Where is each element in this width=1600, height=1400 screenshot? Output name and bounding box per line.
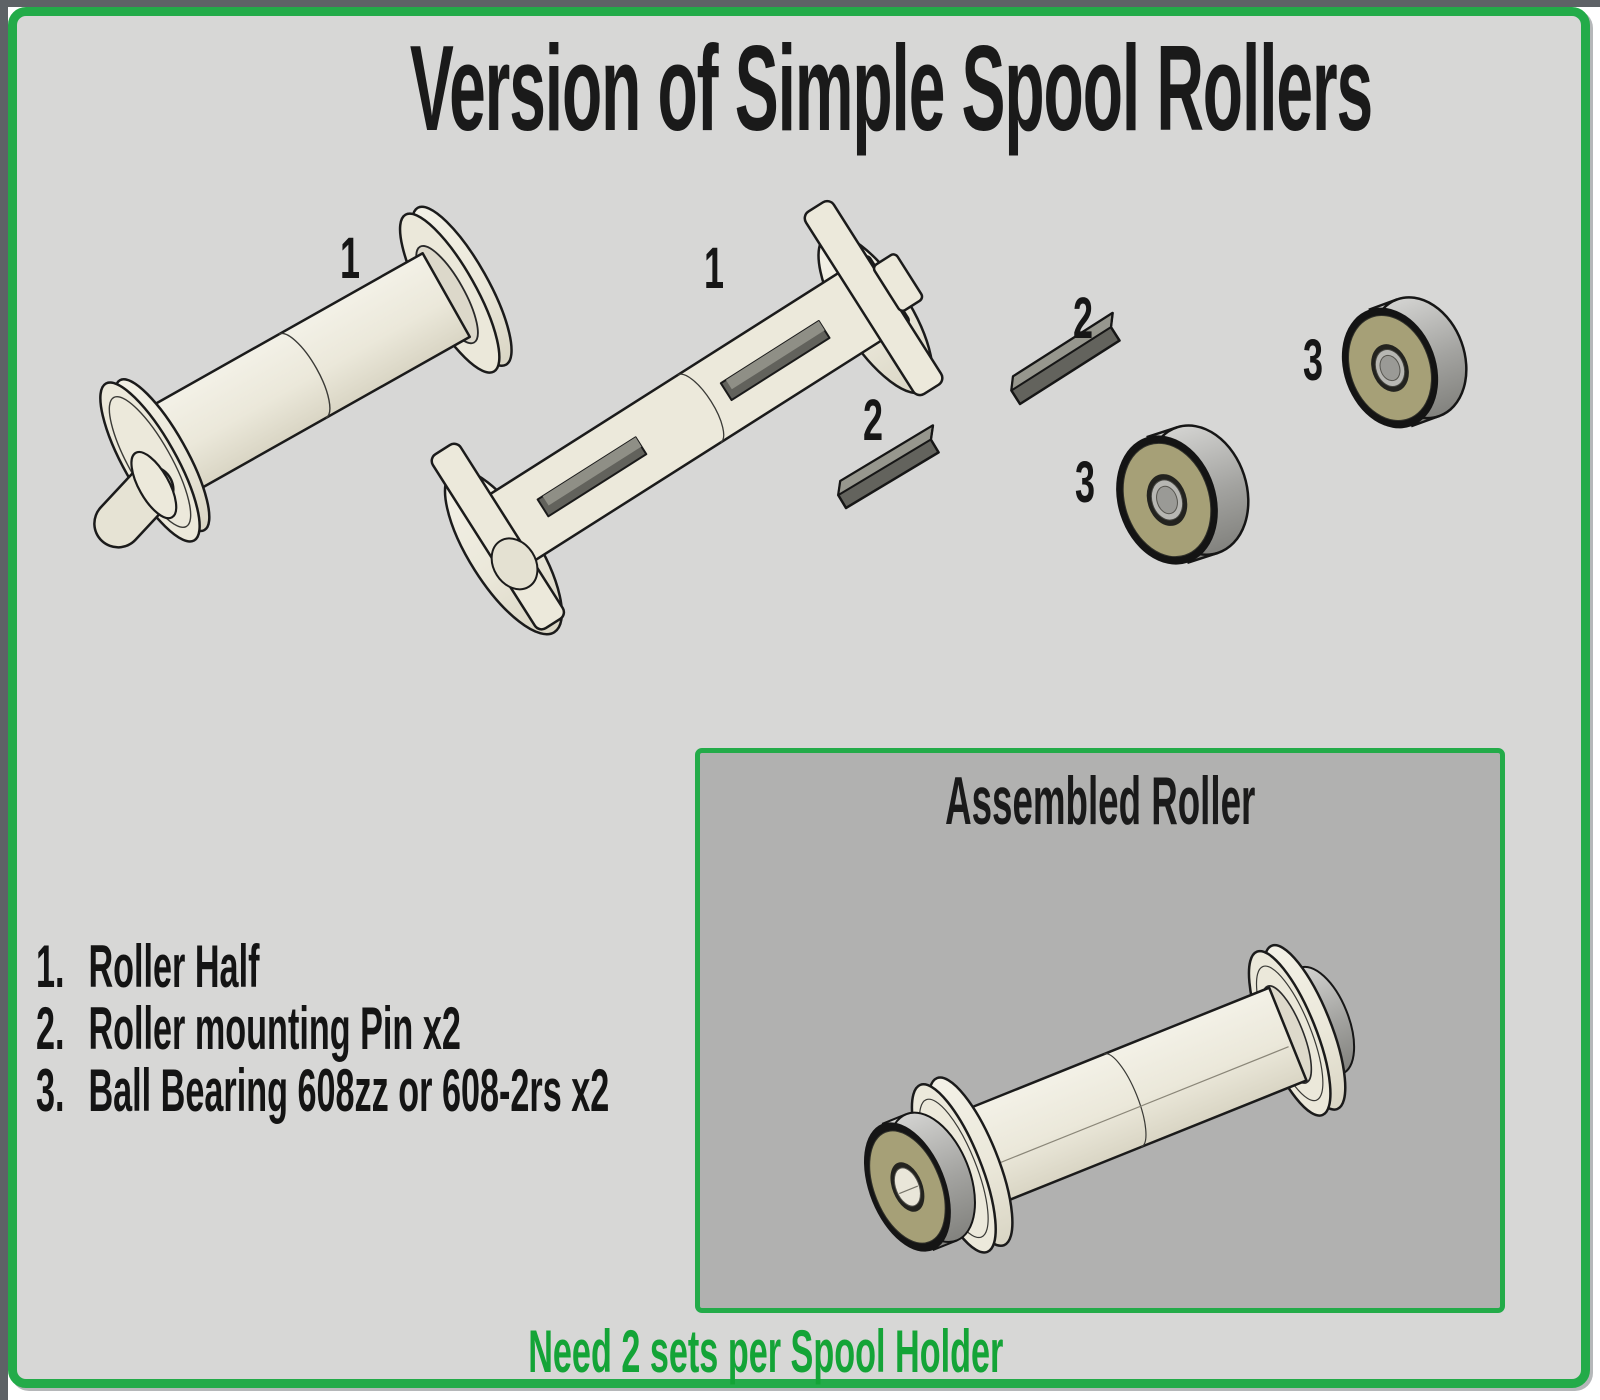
svg-text:1: 1 — [704, 236, 724, 301]
label-roller-half-side: 1 — [340, 226, 360, 291]
parts-list-label: Ball Bearing 608zz or 608-2rs x2 — [88, 1057, 610, 1124]
label-bearing-front: 3 — [1075, 450, 1095, 515]
part-bearing-front — [1116, 424, 1250, 565]
part-bearing-back — [1341, 296, 1468, 429]
page-title-row: Version of Simple Spool Rollers — [0, 20, 1600, 156]
label-pin-back: 2 — [1073, 286, 1093, 351]
part-pin-front — [837, 424, 940, 510]
parts-list-label: Roller Half — [88, 933, 260, 1000]
svg-text:3: 3 — [1303, 328, 1323, 393]
label-roller-half-flat: 1 — [704, 236, 724, 301]
page-title: Version of Simple Spool Rollers — [409, 20, 1373, 156]
parts-list: 1. Roller Half 2. Roller mounting Pin x2… — [36, 936, 609, 1122]
parts-list-item-3: 3. Ball Bearing 608zz or 608-2rs x2 — [36, 1060, 609, 1122]
inset-title-row: Assembled Roller — [700, 767, 1500, 835]
slot-b — [719, 320, 831, 402]
inset-title: Assembled Roller — [944, 763, 1256, 839]
svg-text:2: 2 — [863, 388, 883, 453]
parts-list-item-2: 2. Roller mounting Pin x2 — [36, 998, 609, 1060]
parts-list-item-1: 1. Roller Half — [36, 936, 609, 998]
window-edge-left — [0, 0, 8, 1400]
parts-list-label: Roller mounting Pin x2 — [88, 995, 461, 1062]
part-pin-back — [1010, 311, 1121, 406]
slot-a — [536, 436, 648, 518]
footer-row: Need 2 sets per Spool Holder — [0, 1322, 1532, 1382]
parts-list-number: 3. — [36, 1057, 65, 1124]
svg-text:1: 1 — [340, 226, 360, 291]
window-edge-top — [0, 0, 1600, 7]
svg-text:2: 2 — [1073, 286, 1093, 351]
assembled-roller-render — [863, 943, 1356, 1254]
label-bearing-back: 3 — [1303, 328, 1323, 393]
parts-list-number: 2. — [36, 995, 65, 1062]
part-roller-half-flat-view — [430, 199, 944, 636]
parts-list-number: 1. — [36, 933, 65, 1000]
part-roller-half-side-view — [93, 205, 513, 549]
svg-text:3: 3 — [1075, 450, 1095, 515]
label-pin-front: 2 — [863, 388, 883, 453]
footer-note: Need 2 sets per Spool Holder — [528, 1318, 1004, 1385]
assembled-roller-inset: Assembled Roller — [695, 748, 1505, 1313]
